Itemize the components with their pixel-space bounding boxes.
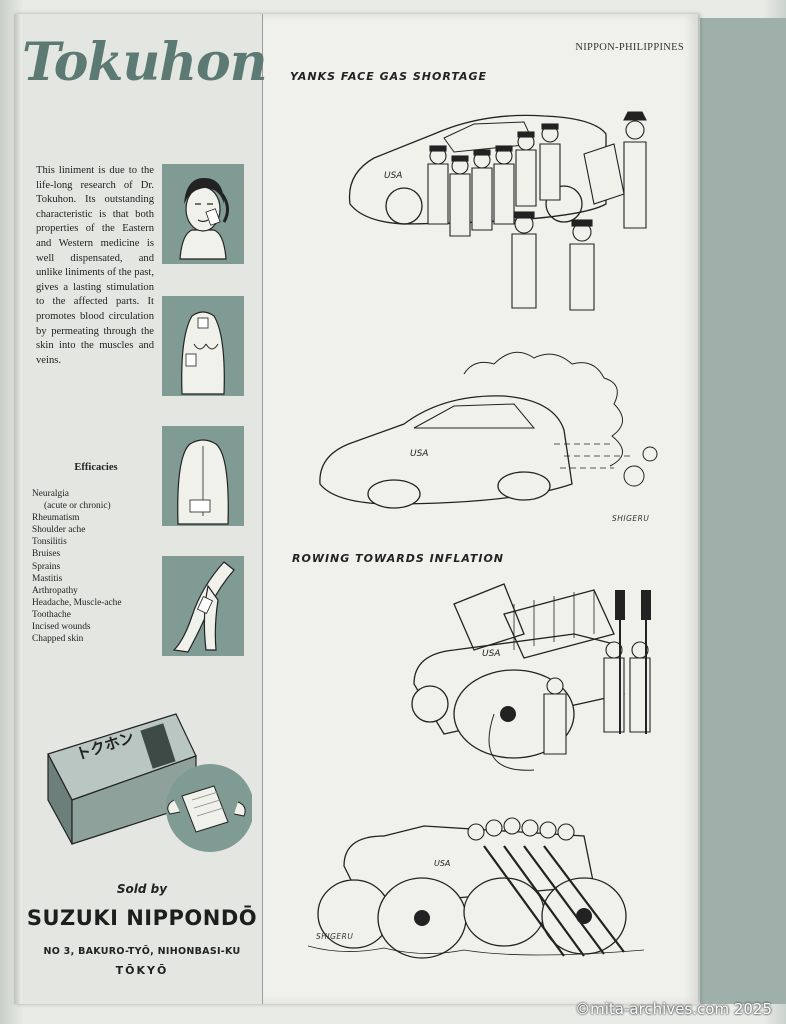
efficacy-item: Neuralgia <box>32 489 69 499</box>
cartoon-gas-shortage-car: USA <box>319 351 658 509</box>
efficacy-item: Rheumatism <box>32 513 80 524</box>
ad-intro-text: This liniment is due to the life-long re… <box>36 165 154 366</box>
efficacy-item: Shoulder ache <box>32 525 86 536</box>
running-head: NIPPON-PHILIPPINES <box>575 42 684 53</box>
car-label: USA <box>434 859 450 868</box>
company-name: SUZUKI NIPPONDŌ <box>26 906 258 930</box>
efficacy-item: Arthropathy <box>32 585 78 596</box>
efficacy-item: Chapped skin <box>32 634 84 645</box>
artist-signature: SHIGERU <box>316 932 354 941</box>
company-city: TŌKYŌ <box>115 964 169 977</box>
endpaper <box>700 18 786 1004</box>
cartoon-caption-inflation: ROWING TOWARDS INFLATION <box>292 552 505 565</box>
watermark: ©mita-archives.com 2025 <box>575 1000 772 1018</box>
efficacy-item: Toothache <box>32 609 71 620</box>
efficacy-item: Sprains <box>32 561 61 572</box>
efficacy-item: Bruises <box>32 549 61 560</box>
cartoon-inflation-steamroller: USA <box>411 583 651 771</box>
back-figure <box>162 426 244 526</box>
efficacies-title: Efficacies <box>74 462 118 473</box>
chest-figure <box>162 296 244 396</box>
sold-by-label: Sold by <box>116 882 168 896</box>
leg-figure <box>162 556 244 656</box>
page-edge <box>14 14 22 1004</box>
magazine-page: Tokuhon This liniment is due to the life… <box>14 14 698 1004</box>
efficacy-item: Headache, Muscle-ache <box>32 597 122 608</box>
car-label: USA <box>384 171 402 181</box>
car-label: USA <box>482 649 500 659</box>
efficacy-item: Incised wounds <box>32 622 91 633</box>
cartoon-gas-shortage-crowd: USA <box>348 111 647 311</box>
efficacy-item: Tonsilitis <box>32 537 67 548</box>
face-figure <box>162 164 244 264</box>
brand-logo: Tokuhon <box>22 32 268 93</box>
product-package-illustration: トクホン <box>47 713 252 852</box>
column-divider <box>262 14 263 1004</box>
efficacies-list: Neuralgia (acute or chronic) Rheumatism … <box>32 488 162 645</box>
car-label: USA <box>410 449 428 459</box>
company-address: NO 3, BAKURO-TYŌ, NIHONBASI-KU <box>43 946 241 957</box>
efficacy-item: Mastitis <box>32 573 63 584</box>
cartoon-inflation-rowing: USA <box>307 817 645 959</box>
cartoon-caption-gas: YANKS FACE GAS SHORTAGE <box>290 70 488 83</box>
artist-signature: SHIGERU <box>612 514 650 523</box>
efficacy-item: (acute or chronic) <box>44 501 111 512</box>
